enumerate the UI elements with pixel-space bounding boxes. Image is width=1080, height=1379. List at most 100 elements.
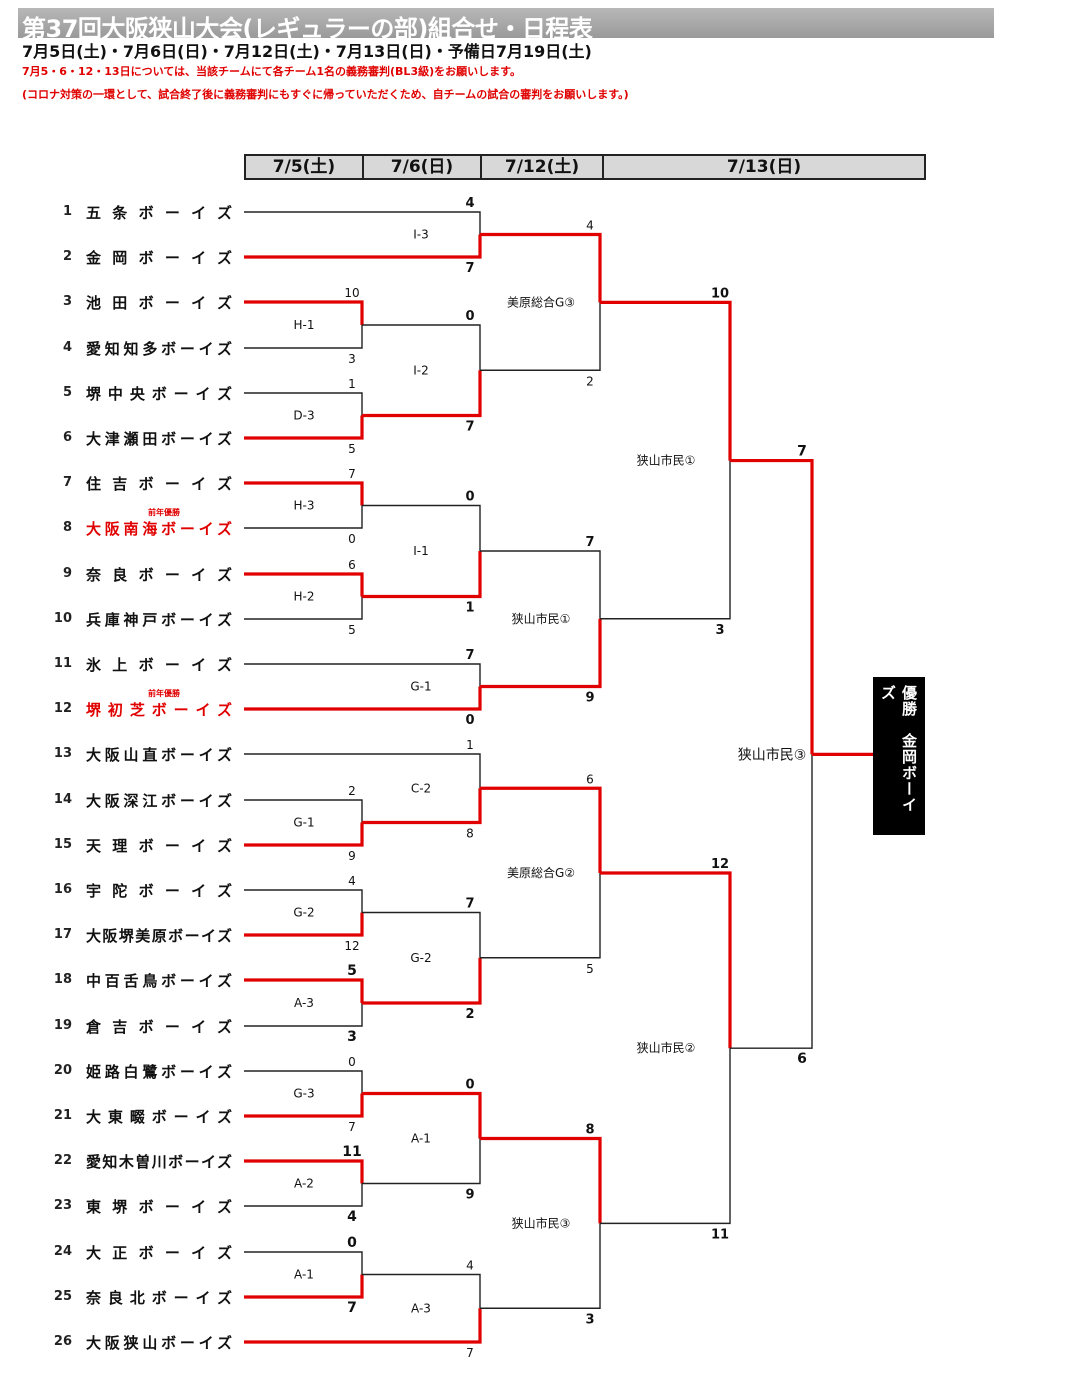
team-number: 19 bbox=[53, 1018, 72, 1033]
venue-label: G-1 bbox=[293, 816, 314, 830]
score-label: 0 bbox=[465, 490, 474, 505]
team-number: 5 bbox=[62, 385, 72, 400]
score-label: 12 bbox=[711, 857, 729, 872]
team-number: 7 bbox=[62, 475, 72, 490]
score-label: 8 bbox=[585, 1123, 594, 1138]
team-number: 1 bbox=[62, 204, 72, 219]
team-number: 6 bbox=[62, 430, 72, 445]
venue-label: G-2 bbox=[293, 906, 314, 920]
bracket-line bbox=[362, 957, 482, 1005]
team-number: 4 bbox=[62, 340, 72, 355]
team-number: 20 bbox=[53, 1063, 72, 1078]
score-label: 7 bbox=[348, 1120, 356, 1134]
team-number: 24 bbox=[53, 1244, 72, 1259]
bracket-line bbox=[244, 300, 364, 325]
score-label: 12 bbox=[344, 939, 359, 953]
venue-label: C-2 bbox=[411, 781, 431, 795]
team-name: 宇陀ボーイズ bbox=[86, 882, 232, 900]
venue-label: G-3 bbox=[293, 1087, 314, 1101]
venue-label: I-2 bbox=[413, 363, 429, 377]
header-day4: 7/13(日) bbox=[602, 154, 926, 180]
team-number: 16 bbox=[53, 882, 72, 897]
team-name: 堺初芝ボーイズ bbox=[86, 701, 232, 719]
score-label: 5 bbox=[348, 623, 356, 637]
score-label: 7 bbox=[347, 1300, 357, 1316]
bracket-line bbox=[244, 753, 481, 789]
score-label: 8 bbox=[466, 827, 474, 841]
team-number: 11 bbox=[53, 656, 72, 671]
team-number: 17 bbox=[53, 927, 72, 942]
team-name: 金岡ボーイズ bbox=[86, 249, 232, 267]
team-number: 9 bbox=[62, 566, 72, 581]
champion-text: 優勝 金岡ボーイズ bbox=[879, 685, 918, 813]
team-name: 堺中央ボーイズ bbox=[86, 385, 232, 403]
team-name: 大正ボーイズ bbox=[86, 1244, 232, 1262]
score-label: 7 bbox=[797, 444, 807, 460]
bracket-line bbox=[362, 1138, 481, 1185]
score-label: 1 bbox=[466, 738, 474, 752]
team-name: 池田ボーイズ bbox=[86, 294, 232, 312]
team-name: 大阪狭山ボーイズ bbox=[86, 1334, 232, 1352]
bracket-line bbox=[244, 799, 363, 823]
bracket-line bbox=[244, 978, 364, 1003]
bracket-line bbox=[600, 300, 732, 461]
score-label: 3 bbox=[348, 352, 356, 366]
venue-label: A-3 bbox=[411, 1301, 431, 1315]
team-number: 13 bbox=[53, 746, 72, 761]
bracket-line bbox=[244, 1003, 363, 1027]
score-label: 2 bbox=[348, 784, 356, 798]
venue-label: H-3 bbox=[294, 499, 315, 513]
note-covid: (コロナ対策の一環として、試合終了後に義務審判にもすぐに帰っていただくため、自チ… bbox=[22, 88, 629, 101]
score-label: 4 bbox=[348, 874, 356, 888]
venue-label: 狭山市民① bbox=[512, 611, 571, 626]
champion-box: 優勝 金岡ボーイズ bbox=[873, 677, 925, 835]
score-label: 6 bbox=[586, 772, 594, 786]
score-label: 7 bbox=[465, 897, 474, 912]
bracket-line bbox=[480, 1136, 602, 1224]
team-number: 2 bbox=[62, 249, 72, 264]
bracket-line bbox=[244, 1274, 364, 1299]
bracket-line bbox=[600, 460, 731, 620]
venue-label: A-2 bbox=[294, 1177, 314, 1191]
bracket-line bbox=[244, 1093, 364, 1118]
team-name: 奈良北ボーイズ bbox=[86, 1289, 232, 1307]
team-number: 10 bbox=[53, 611, 72, 626]
bracket-line bbox=[480, 302, 601, 371]
team-number: 18 bbox=[53, 972, 72, 987]
venue-label: D-3 bbox=[293, 409, 314, 423]
bracket-line bbox=[244, 822, 364, 847]
page-title: 第37回大阪狭山大会(レギュラーの部)組合せ・日程表 bbox=[22, 15, 593, 43]
header-day1: 7/5(土) bbox=[244, 154, 364, 180]
venue-label: I-3 bbox=[413, 228, 429, 242]
venue-label: I-1 bbox=[413, 544, 429, 558]
team-number: 25 bbox=[53, 1289, 72, 1304]
team-name: 倉吉ボーイズ bbox=[86, 1018, 232, 1036]
team-name: 奈良ボーイズ bbox=[86, 566, 232, 584]
score-label: 7 bbox=[348, 467, 356, 481]
team-number: 8 bbox=[62, 520, 72, 535]
score-label: 1 bbox=[348, 377, 356, 391]
venue-label: H-1 bbox=[294, 318, 315, 332]
score-label: 0 bbox=[465, 1078, 474, 1093]
venue-label: G-1 bbox=[410, 680, 431, 694]
team-name: 大津瀬田ボーイズ bbox=[86, 430, 232, 448]
score-label: 2 bbox=[586, 374, 594, 388]
team-number: 3 bbox=[62, 294, 72, 309]
score-label: 7 bbox=[465, 420, 474, 435]
venue-label: G-2 bbox=[410, 951, 431, 965]
score-label: 7 bbox=[466, 1346, 474, 1360]
score-label: 5 bbox=[348, 442, 356, 456]
team-number: 15 bbox=[53, 837, 72, 852]
bracket-line bbox=[600, 1048, 731, 1225]
bracket-line bbox=[362, 1273, 481, 1309]
team-name: 大阪山直ボーイズ bbox=[86, 746, 232, 764]
schedule-dates: 7月5日(土)・7月6日(日)・7月12日(土)・7月13日(日)・予備日7月1… bbox=[22, 42, 592, 61]
venue-label: 狭山市民③ bbox=[738, 746, 807, 763]
header-day3: 7/12(土) bbox=[480, 154, 604, 180]
team-name: 大阪堺美原ボーイズ bbox=[86, 927, 232, 945]
score-label: 10 bbox=[344, 286, 359, 300]
score-label: 1 bbox=[465, 601, 474, 616]
venue-label: 狭山市民② bbox=[637, 1040, 696, 1055]
score-label: 7 bbox=[465, 648, 474, 663]
score-label: 7 bbox=[465, 261, 474, 276]
